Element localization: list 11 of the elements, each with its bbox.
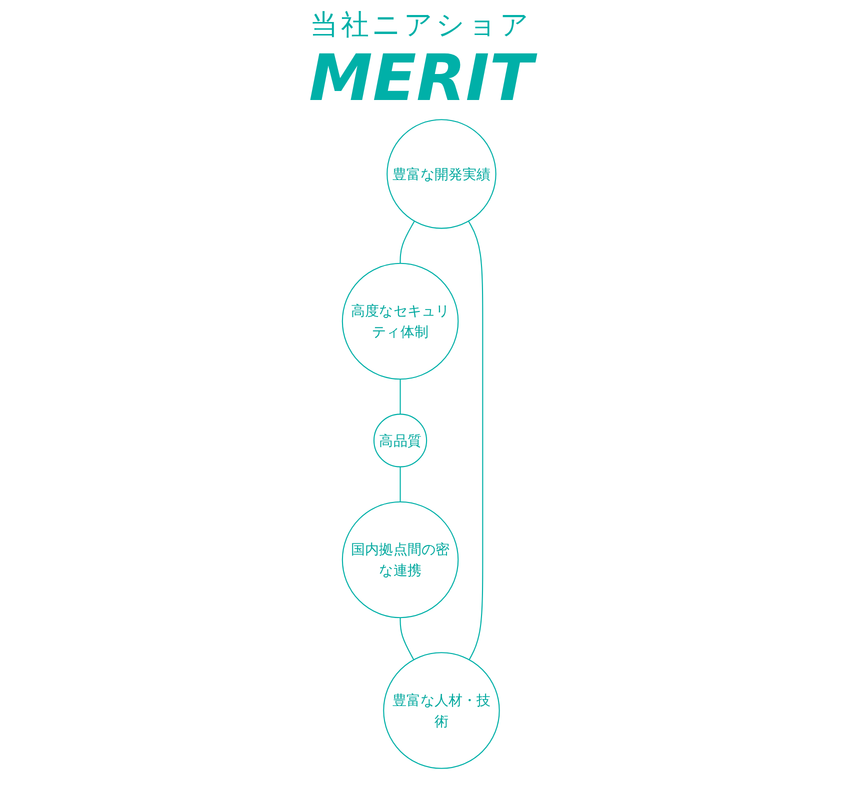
node-circle: 国内拠点間の密な連携: [342, 502, 459, 618]
node-circle: 豊富な人材・技術: [383, 652, 500, 770]
subheading: 当社ニアショア: [309, 7, 533, 43]
connector: [400, 618, 414, 660]
connector: [468, 221, 484, 660]
node-circle: 高度なセキュリティ体制: [342, 263, 459, 380]
node-circle: 高品質: [374, 414, 428, 468]
connector: [400, 380, 401, 415]
connector: [400, 221, 416, 264]
connector: [400, 467, 401, 502]
node-circle: 豊富な開発実績: [386, 119, 496, 230]
